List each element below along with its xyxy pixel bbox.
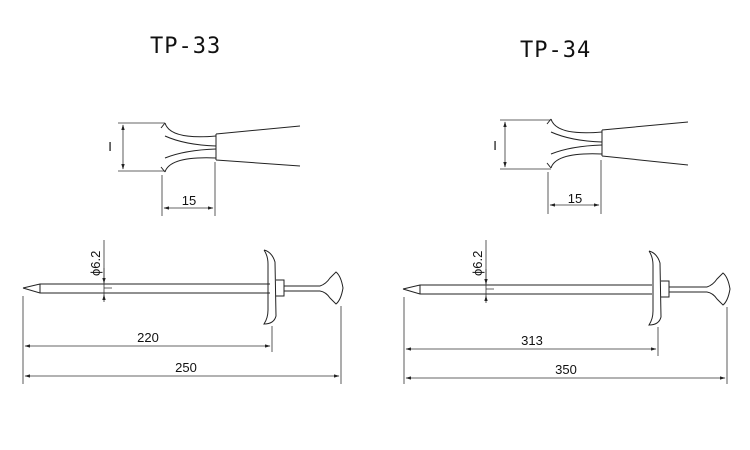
depth-label-tp33: 15	[182, 193, 196, 208]
length-dimensions-tp34	[403, 297, 728, 384]
thermometer-outline-tp34	[402, 250, 731, 326]
diameter-label-tp33: ϕ6.2	[88, 251, 103, 276]
thermometer-outline-tp33	[22, 249, 344, 325]
shaft-length-label-tp33: 220	[137, 330, 159, 345]
diameter-dimension-tp34	[484, 240, 494, 303]
total-length-label-tp33: 250	[175, 360, 197, 375]
total-length-label-tp34: 350	[555, 362, 577, 377]
diameter-label-tp34: ϕ6.2	[470, 251, 485, 276]
tip-detail-tp34	[500, 118, 689, 214]
diameter-dimension-tp33	[102, 240, 112, 302]
product-title-tp34: TP-34	[520, 38, 592, 63]
gap-label-tp34: I	[493, 138, 497, 153]
length-dimensions-tp33	[22, 296, 342, 384]
gap-label-tp33: I	[108, 139, 112, 154]
tip-detail-tp33	[118, 122, 301, 216]
shaft-length-label-tp34: 313	[521, 333, 543, 348]
depth-label-tp34: 15	[568, 191, 582, 206]
product-title-tp33: TP-33	[150, 34, 222, 59]
